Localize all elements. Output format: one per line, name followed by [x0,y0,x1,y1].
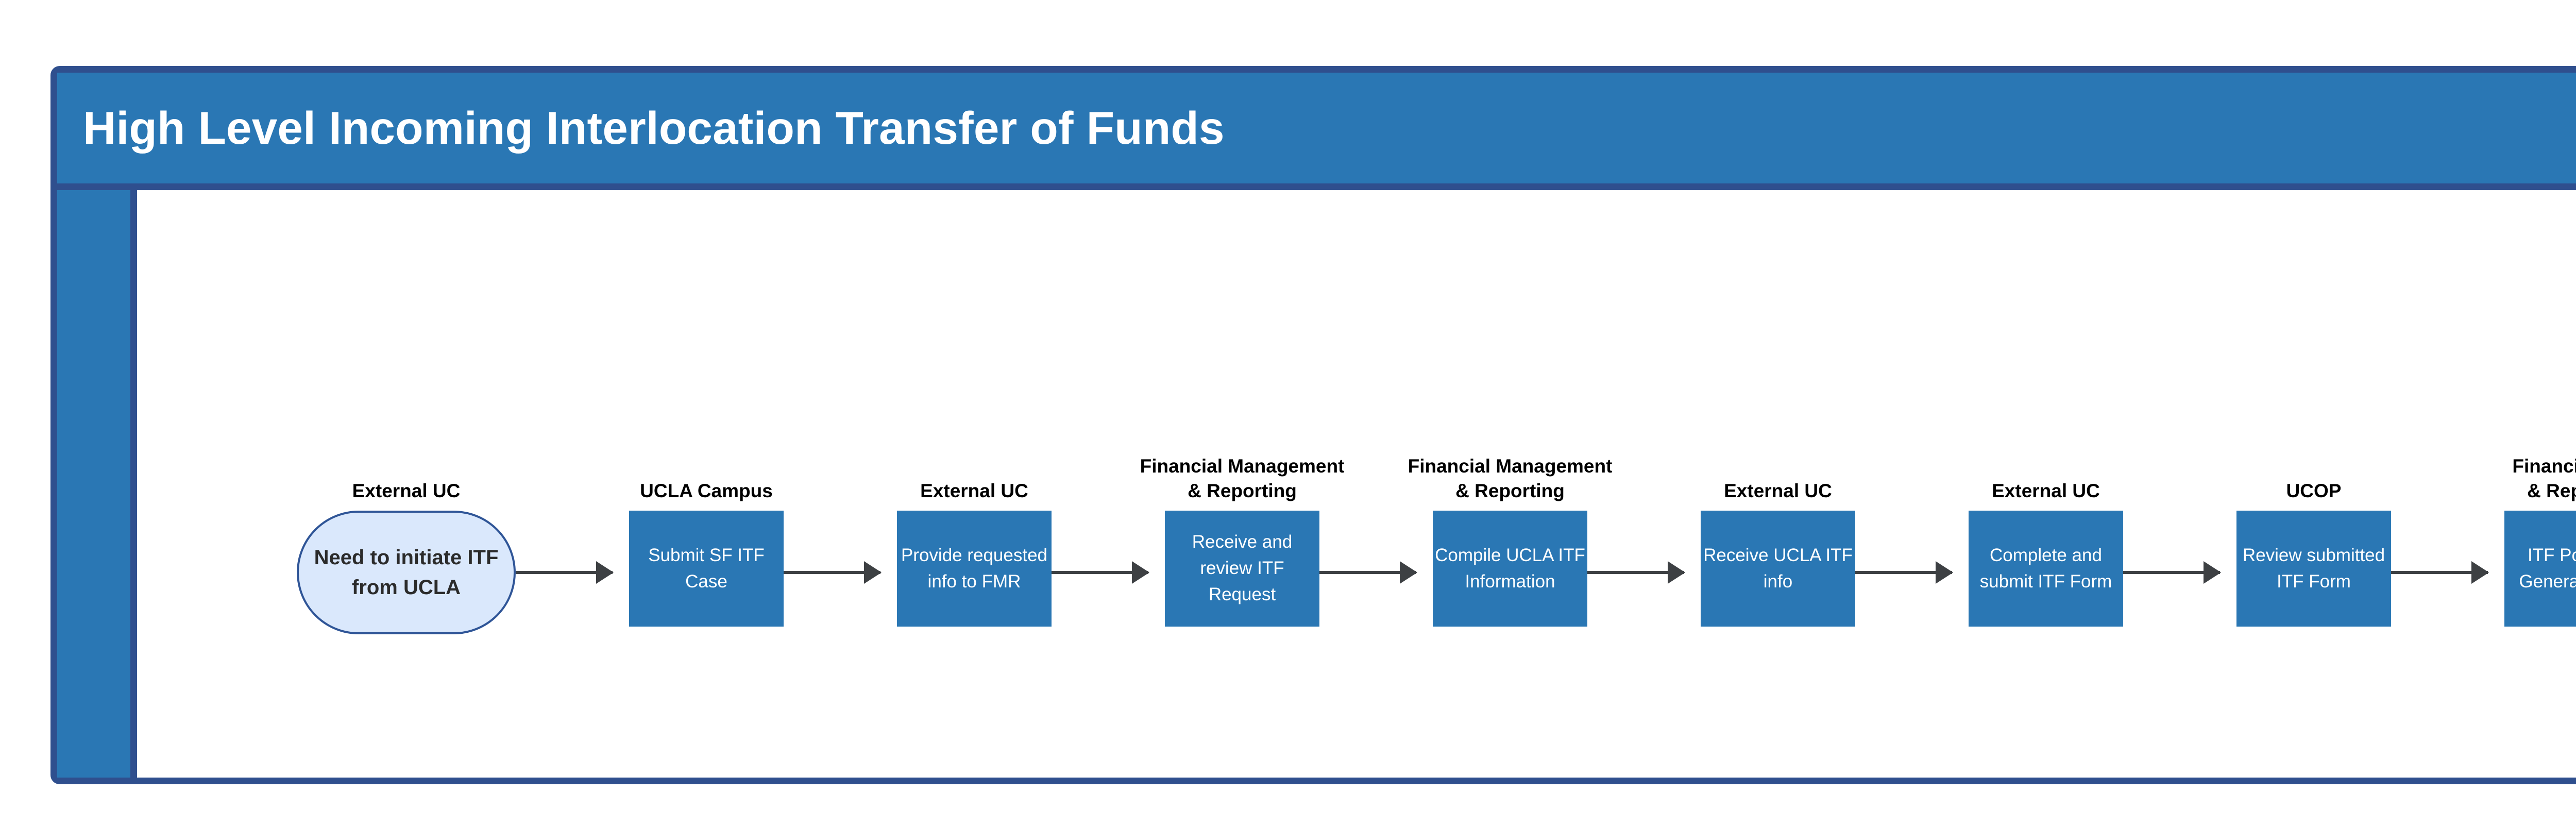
flow-node-n5[interactable]: Financial Management& Reporting Compile … [1408,456,1612,627]
flow-node-label-n9: ITF Posted to General Ledger [2519,545,2576,592]
flow-connector-n3-n4 [1052,561,1149,584]
flow-node-label-n1: Need to initiate ITF from UCLA [314,546,499,599]
flow-node-body-n1: Need to initiate ITF from UCLA [297,511,516,634]
flow-node-n2[interactable]: UCLA Campus Submit SF ITF Case [629,480,784,627]
arrowhead-icon [1668,561,1685,584]
flow-node-label-n4: Receive and review ITF Request [1192,532,1293,604]
left-color-band [57,190,137,778]
flow-node-body-n3: Provide requested info to FMR [897,511,1052,627]
flow-node-label-n3: Provide requested info to FMR [901,545,1048,592]
flow-node-n7[interactable]: External UC Complete and submit ITF Form [1969,480,2123,627]
title-bar: High Level Incoming Interlocation Transf… [57,73,2576,190]
flow-connector-n5-n6 [1587,561,1685,584]
flow-node-label-n5: Compile UCLA ITF Information [1435,545,1585,592]
flow-node-header-n2: UCLA Campus [640,480,773,501]
flow-connector-n1-n2 [516,561,614,584]
flow-node-header-n9: Financial Mgmt& Reporting [2512,455,2576,501]
flow-connector-n8-n9 [2391,561,2489,584]
flow-node-header-n8: UCOP [2286,480,2342,501]
flow-node-header-n3: External UC [920,480,1028,501]
flow-node-label-n7: Complete and submit ITF Form [1979,545,2112,592]
flow-node-body-n9: ITF Posted to General Ledger [2504,511,2576,627]
flow-node-n6[interactable]: External UC Receive UCLA ITF info [1701,480,1855,627]
flow-node-label-n6: Receive UCLA ITF info [1703,545,1853,592]
flow-node-body-n5: Compile UCLA ITF Information [1433,511,1587,627]
diagram-frame: High Level Incoming Interlocation Transf… [50,66,2576,784]
flow-node-n3[interactable]: External UC Provide requested info to FM… [897,480,1052,627]
arrowhead-icon [596,561,614,584]
flow-connector-n6-n7 [1855,561,1953,584]
flow-node-body-n6: Receive UCLA ITF info [1701,511,1855,627]
arrowhead-icon [1132,561,1149,584]
arrowhead-icon [1936,561,1953,584]
flow-node-header-n4: Financial Management& Reporting [1140,455,1345,501]
page-title: High Level Incoming Interlocation Transf… [83,102,1225,154]
flow-node-label-n8: Review submitted ITF Form [2242,545,2385,592]
flow-node-label-n2: Submit SF ITF Case [648,545,765,592]
arrowhead-icon [2471,561,2489,584]
flow-connector-n7-n8 [2123,561,2221,584]
flow-node-header-n6: External UC [1724,480,1832,501]
flow-connector-n4-n5 [1319,561,1417,584]
flow-canvas: External UC Need to initiate ITF from UC… [144,190,2576,778]
flow-node-n9[interactable]: Financial Mgmt& Reporting ITF Posted to … [2504,456,2576,627]
flow-node-body-n7: Complete and submit ITF Form [1969,511,2123,627]
flow-node-body-n8: Review submitted ITF Form [2236,511,2391,627]
arrowhead-icon [864,561,882,584]
arrowhead-icon [2204,561,2221,584]
flow-connector-n2-n3 [784,561,882,584]
flow-node-body-n2: Submit SF ITF Case [629,511,784,627]
flow-node-n1[interactable]: External UC Need to initiate ITF from UC… [297,480,516,634]
flow-node-header-n5: Financial Management& Reporting [1408,455,1613,501]
flow-node-header-n1: External UC [352,480,461,501]
arrowhead-icon [1400,561,1417,584]
flow-node-body-n4: Receive and review ITF Request [1165,511,1319,627]
flow-node-n4[interactable]: Financial Management& Reporting Receive … [1140,456,1344,627]
flow-node-header-n7: External UC [1992,480,2100,501]
flow-node-n8[interactable]: UCOP Review submitted ITF Form [2236,480,2391,627]
